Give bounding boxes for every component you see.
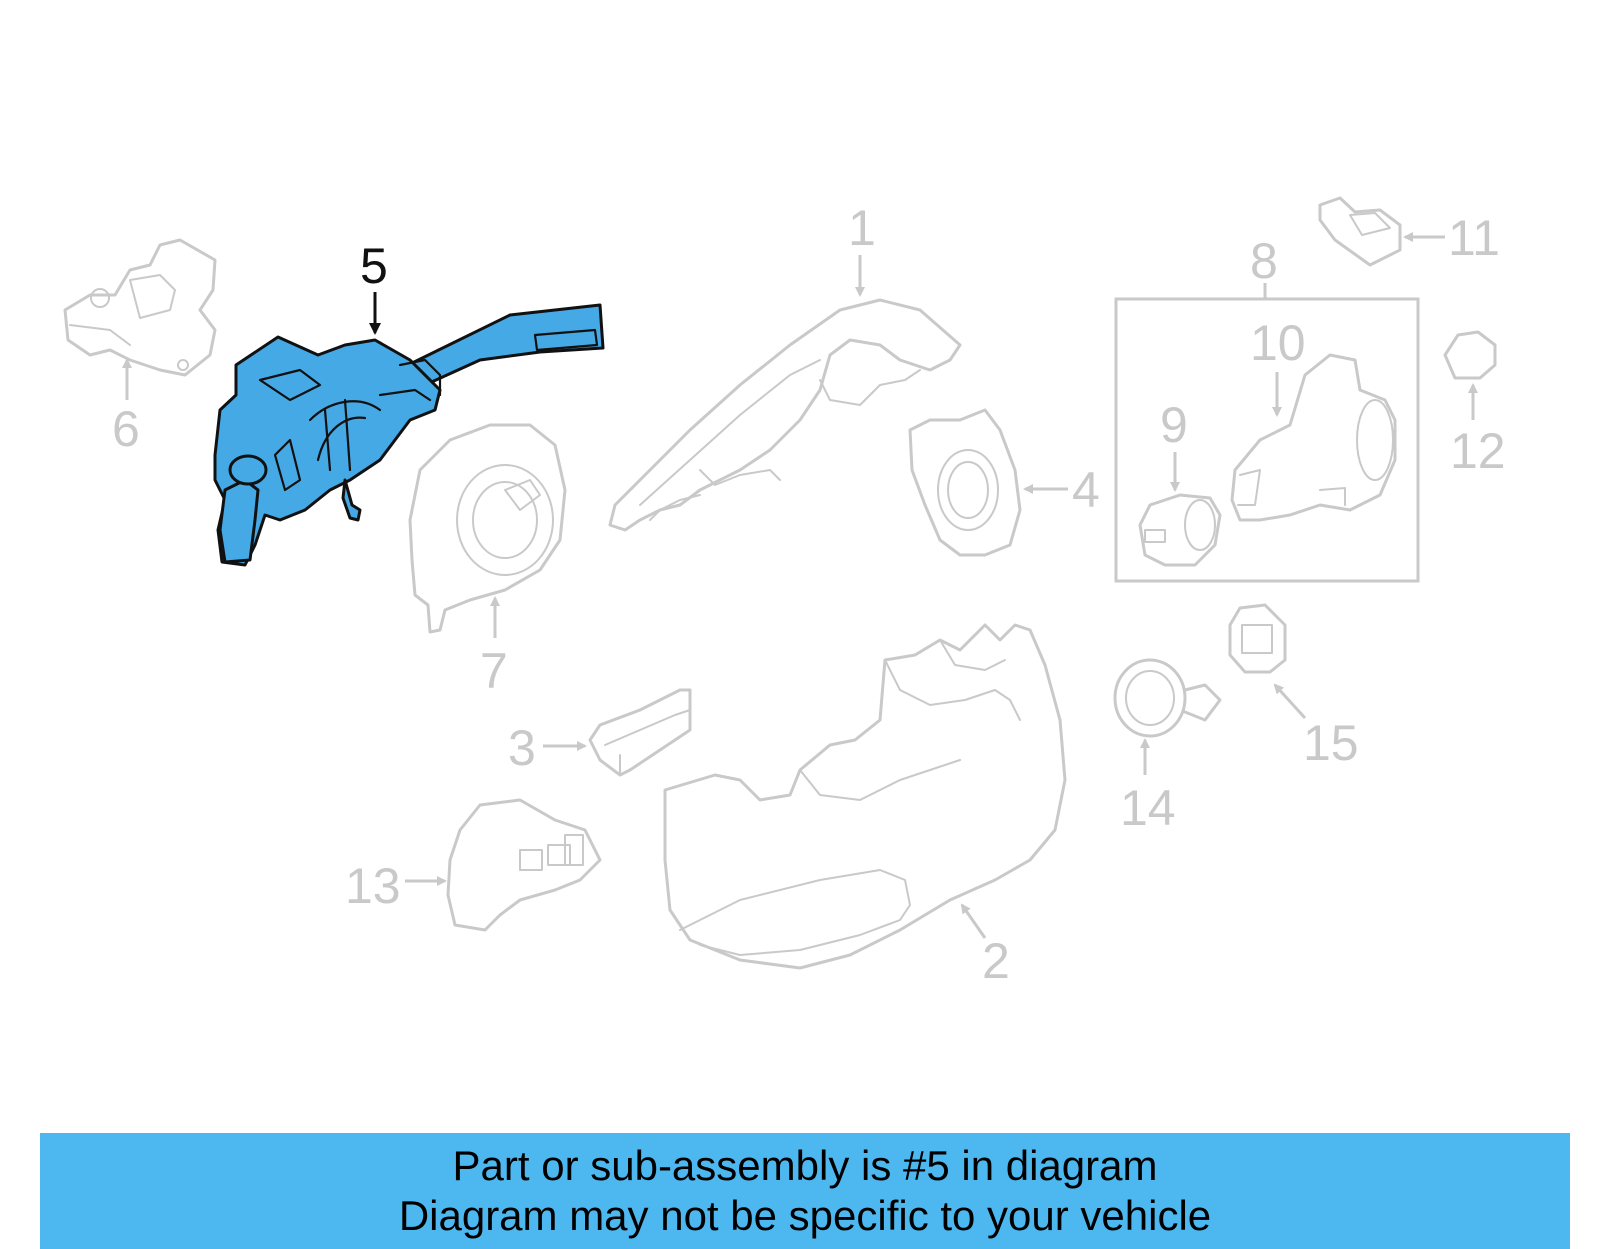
callout-5: 5 (360, 238, 388, 335)
callout-13-label: 13 (345, 858, 401, 914)
callout-9: 9 (1160, 397, 1188, 492)
part-1-upper-shroud (608, 298, 962, 532)
callout-2: 2 (960, 903, 1010, 989)
part-9-switch-module (1138, 493, 1222, 567)
callout-14-label: 14 (1120, 780, 1176, 836)
banner-line-disclaimer: Diagram may not be specific to your vehi… (398, 1192, 1212, 1239)
callout-9-label: 9 (1160, 397, 1188, 453)
callout-8: 8 (1250, 233, 1278, 299)
part-12-clip (1443, 330, 1497, 380)
callout-1-label: 1 (848, 200, 876, 256)
callout-7-label: 7 (480, 643, 508, 699)
callout-15: 15 (1273, 683, 1359, 771)
callout-1: 1 (848, 200, 876, 297)
callout-8-label: 8 (1250, 233, 1278, 289)
callout-12: 12 (1450, 383, 1506, 479)
callout-11-label: 11 (1448, 210, 1500, 266)
callout-14: 14 (1120, 738, 1176, 836)
callout-15-label: 15 (1303, 715, 1359, 771)
callout-10: 10 (1250, 315, 1306, 417)
part-14-ring (1113, 658, 1222, 738)
part-5-combination-switch (213, 303, 605, 567)
part-8-group-box (1114, 297, 1420, 583)
part-13-switch-housing (446, 798, 602, 932)
part-10-lock-cylinder (1230, 353, 1397, 522)
part-6-module-bracket (63, 238, 217, 377)
part-7-clock-spring (408, 423, 567, 634)
banner-line-part: Part or sub-assembly is #5 in diagram (452, 1142, 1158, 1189)
callout-12-label: 12 (1450, 423, 1506, 479)
callout-4: 4 (1023, 462, 1100, 518)
callout-4-label: 4 (1072, 462, 1100, 518)
callout-11: 11 (1403, 210, 1500, 266)
part-4-trim-ring (908, 408, 1022, 557)
callout-3: 3 (508, 720, 587, 776)
info-banner: Part or sub-assembly is #5 in diagram Di… (40, 1133, 1570, 1249)
callout-10-label: 10 (1250, 315, 1306, 371)
callout-3-label: 3 (508, 720, 536, 776)
part-2-lower-shroud (663, 623, 1067, 970)
callout-13: 13 (345, 858, 447, 914)
callout-2-label: 2 (982, 933, 1010, 989)
callout-6-label: 6 (112, 401, 140, 457)
callout-6: 6 (112, 358, 140, 457)
part-15-connector-module (1228, 603, 1287, 674)
callout-5-label: 5 (360, 238, 388, 294)
part-11-connector (1318, 196, 1402, 267)
callout-7: 7 (480, 596, 508, 699)
part-3-bracket (588, 688, 692, 777)
